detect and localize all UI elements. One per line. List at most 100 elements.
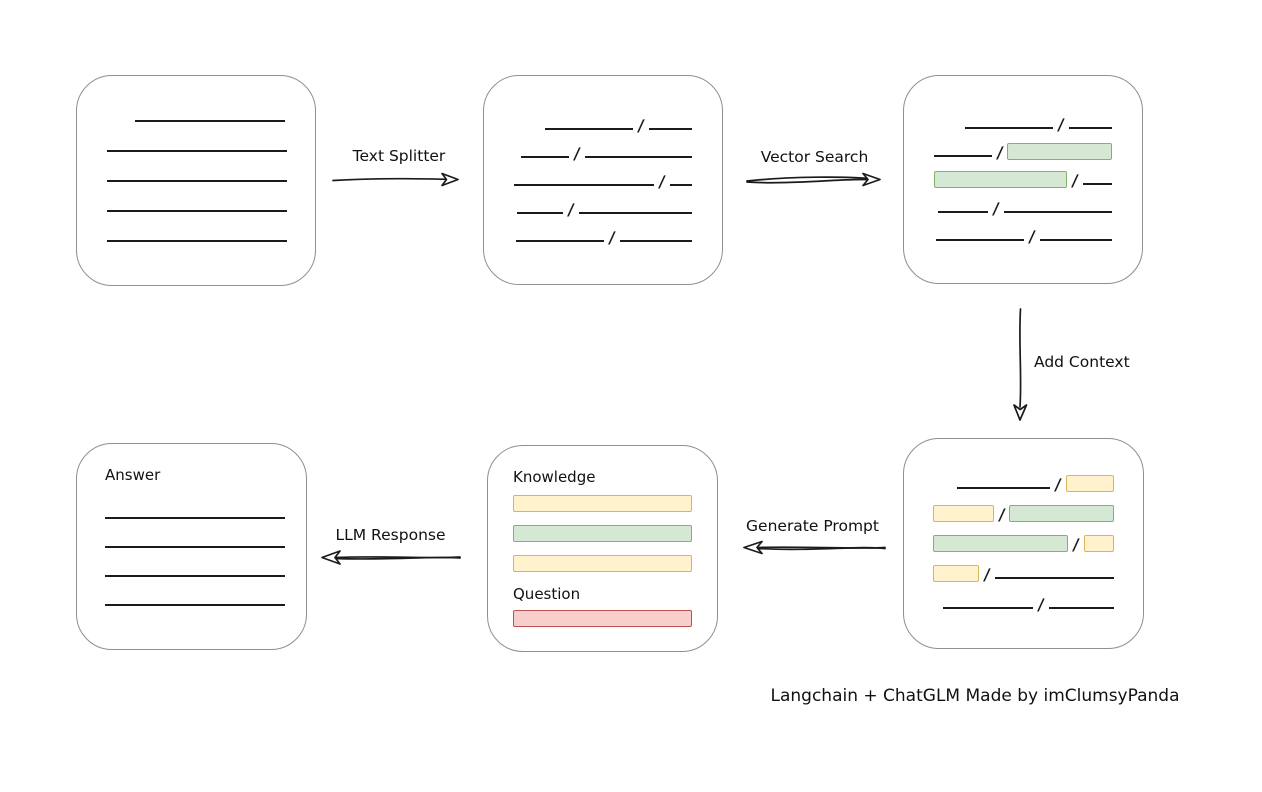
document-box — [76, 75, 316, 286]
green-highlight-box — [933, 535, 1068, 552]
answer-text-line — [105, 546, 285, 548]
text-line — [585, 155, 692, 158]
text-line — [670, 183, 692, 186]
matched-chunks-box: / / / / / — [903, 75, 1143, 284]
slash-separator: / — [636, 115, 646, 135]
text-splitter-arrow — [332, 172, 459, 187]
caption: Langchain + ChatGLM Made by imClumsyPand… — [770, 686, 1180, 706]
text-line — [965, 127, 1054, 129]
add-context-label: Add Context — [1034, 353, 1130, 371]
yellow-highlight-box — [1083, 535, 1114, 552]
document-text-line — [107, 149, 287, 152]
context-chunks-box: / / / / / — [903, 438, 1144, 649]
slash-separator: / — [657, 171, 667, 191]
chunk-row: / — [933, 535, 1114, 554]
vector-search-arrow — [746, 172, 881, 187]
document-text-line — [107, 239, 287, 242]
green-highlight-box — [1007, 143, 1112, 160]
slash-separator: / — [995, 143, 1004, 162]
chunk-row: / — [934, 115, 1112, 134]
text-line — [995, 577, 1114, 579]
slash-separator: / — [572, 143, 582, 163]
document-text-line — [135, 119, 285, 122]
llm-response-arrow — [321, 550, 461, 565]
chunk-row: / — [514, 171, 692, 191]
text-line — [649, 127, 692, 130]
vector-search-label: Vector Search — [760, 148, 869, 166]
chunk-row: / — [514, 143, 692, 163]
question-bar-wrap — [513, 610, 692, 627]
chunk-row: / — [934, 143, 1112, 162]
document-text-line — [107, 209, 287, 212]
text-line — [1069, 127, 1112, 129]
yellow-highlight-box — [1066, 475, 1114, 492]
chunk-row: / — [934, 171, 1112, 190]
green-highlight-box — [934, 171, 1068, 188]
slash-separator: / — [1070, 171, 1080, 190]
text-line — [514, 183, 655, 186]
text-line — [1083, 183, 1112, 185]
yellow-highlight-box — [933, 505, 994, 522]
text-line — [521, 155, 570, 158]
question-label: Question — [513, 585, 581, 603]
split-chunk-rows: / / / / / — [514, 76, 692, 284]
chunk-row: / — [514, 199, 692, 219]
chunk-row: / — [934, 227, 1112, 246]
slash-separator: / — [566, 199, 576, 219]
generate-prompt-label: Generate Prompt — [746, 517, 879, 535]
text-line — [620, 239, 692, 242]
slash-separator: / — [997, 505, 1006, 524]
text-line — [517, 211, 564, 214]
answer-text-line — [105, 517, 285, 519]
slash-separator: / — [1056, 115, 1066, 134]
split-chunks-box: / / / / / — [483, 75, 723, 285]
yellow-highlight-box — [933, 565, 980, 582]
green-highlight-box — [1009, 505, 1114, 522]
slash-separator: / — [1053, 475, 1063, 494]
answer-lines — [105, 517, 285, 606]
red-question-bar — [513, 610, 692, 627]
green-knowledge-bar — [513, 525, 692, 542]
text-line — [957, 487, 1051, 489]
slash-separator: / — [991, 199, 1001, 218]
answer-text-line — [105, 575, 285, 577]
slash-separator: / — [982, 565, 992, 584]
context-chunk-rows: / / / / / — [933, 439, 1114, 648]
matched-chunk-rows: / / / / / — [934, 76, 1112, 283]
slash-separator: / — [607, 227, 617, 247]
chunk-row: / — [514, 115, 692, 135]
answer-text-line — [105, 604, 285, 606]
generate-prompt-arrow — [743, 540, 886, 555]
text-line — [1004, 211, 1112, 213]
chunk-row: / — [933, 565, 1114, 584]
yellow-knowledge-bar — [513, 495, 692, 512]
slash-separator: / — [1027, 227, 1037, 246]
text-line — [516, 239, 605, 242]
text-line — [936, 239, 1025, 241]
chunk-row: / — [514, 227, 692, 247]
text-line — [938, 211, 989, 213]
slash-separator: / — [1036, 595, 1046, 614]
text-line — [1049, 607, 1114, 609]
prompt-box: Knowledge Question — [487, 445, 718, 652]
text-line — [545, 127, 634, 130]
slash-separator: / — [1071, 535, 1081, 554]
text-line — [934, 155, 992, 157]
yellow-knowledge-bar — [513, 555, 692, 572]
answer-box: Answer — [76, 443, 307, 650]
knowledge-label: Knowledge — [513, 468, 596, 486]
knowledge-bars — [513, 495, 692, 572]
chunk-row: / — [933, 505, 1114, 524]
document-lines — [107, 76, 287, 285]
chunk-row: / — [933, 595, 1114, 614]
document-text-line — [107, 179, 287, 182]
text-splitter-label: Text Splitter — [352, 147, 446, 165]
text-line — [943, 607, 1034, 609]
answer-label: Answer — [105, 466, 161, 484]
text-line — [1040, 239, 1112, 241]
add-context-arrow — [1013, 308, 1028, 421]
llm-response-label: LLM Response — [335, 526, 446, 544]
chunk-row: / — [934, 199, 1112, 218]
chunk-row: / — [933, 475, 1114, 494]
